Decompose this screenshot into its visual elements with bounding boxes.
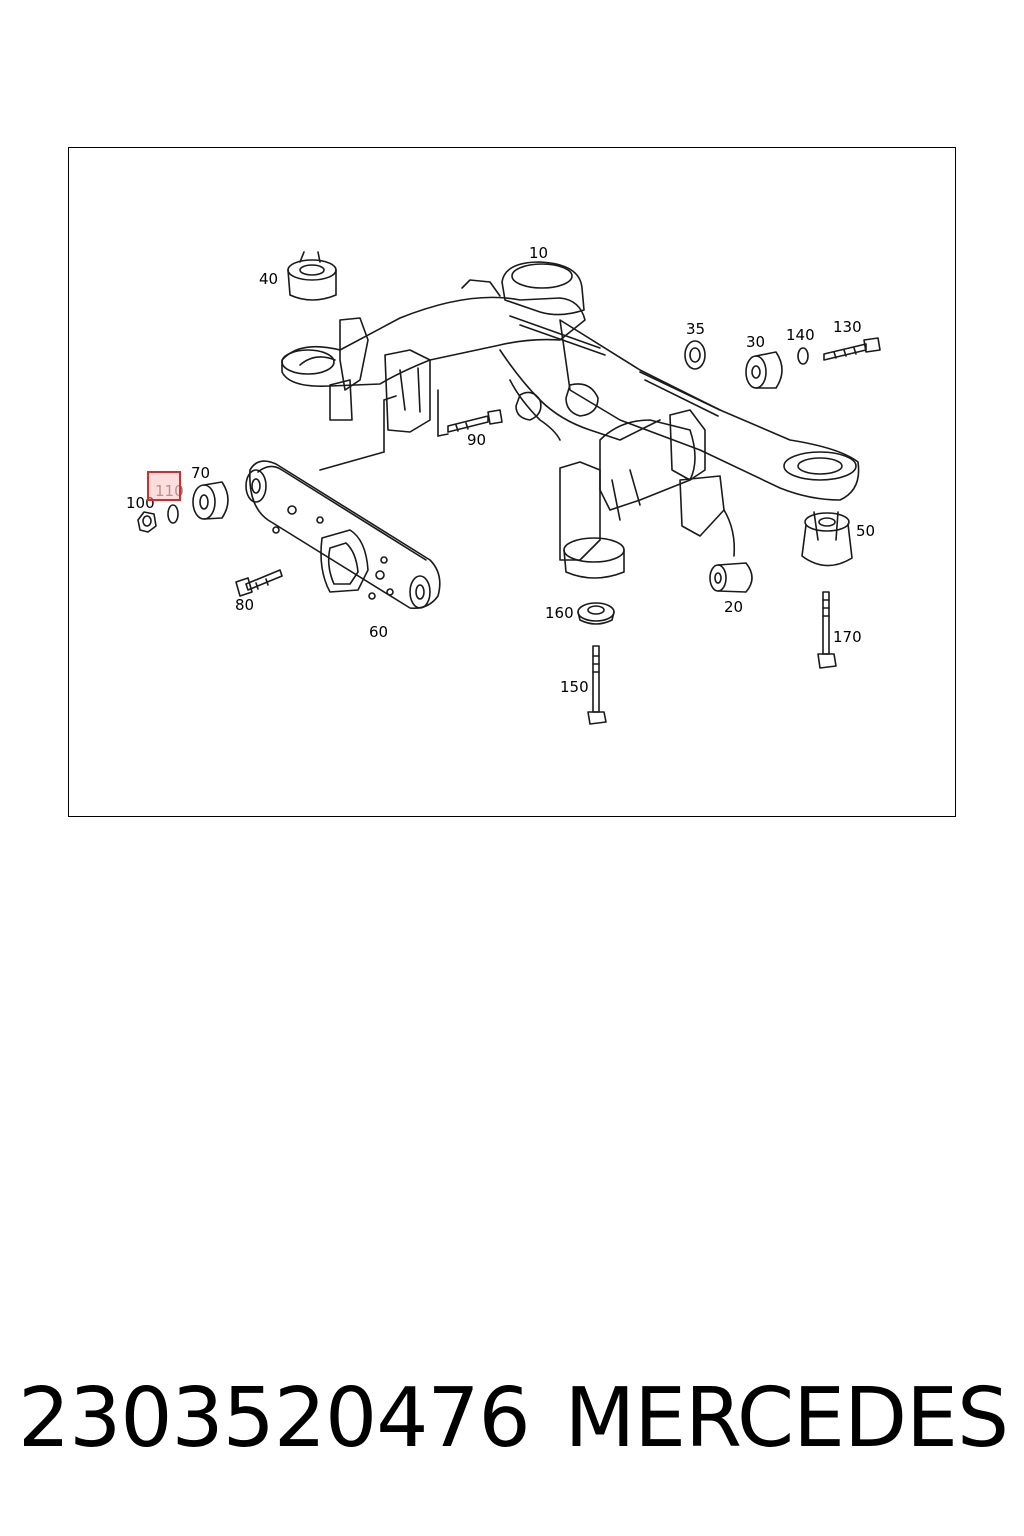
label-150[interactable]: 150 [560,678,589,696]
label-140[interactable]: 140 [786,326,815,344]
label-170[interactable]: 170 [833,628,862,646]
label-50[interactable]: 50 [856,522,875,540]
highlight-box-part-110 [147,471,181,501]
washer-part-35[interactable] [684,340,706,370]
diagram-frame [68,147,956,817]
bushing-part-20[interactable] [709,562,753,593]
bushing-part-70[interactable] [192,481,229,520]
washer-part-160[interactable] [577,602,615,625]
part-number: 2303520476 [18,1370,531,1466]
label-35[interactable]: 35 [686,320,705,338]
label-30[interactable]: 30 [746,333,765,351]
footer: 2303520476 MERCEDES [18,1368,1009,1468]
bolt-part-170[interactable] [817,591,837,669]
bolt-part-80[interactable] [235,569,283,597]
label-160[interactable]: 160 [545,604,574,622]
label-40[interactable]: 40 [259,270,278,288]
label-110[interactable]: 110 [155,482,184,500]
nut-part-100[interactable] [137,511,157,533]
label-90[interactable]: 90 [467,431,486,449]
mount-part-50[interactable] [801,511,853,567]
label-20[interactable]: 20 [724,598,743,616]
mount-part-40[interactable] [287,251,337,301]
label-60[interactable]: 60 [369,623,388,641]
washer-part-140[interactable] [797,347,809,365]
arm-plate-part-60[interactable] [245,460,441,610]
bushing-part-30[interactable] [745,351,783,389]
washer-part-110[interactable] [167,504,179,524]
label-10[interactable]: 10 [529,244,548,262]
brand-name: MERCEDES [564,1370,1009,1466]
exploded-parts-diagram: 10 40 35 30 140 130 90 70 110 100 50 80 … [126,244,881,725]
subframe-part-10[interactable] [281,261,860,579]
part-labels: 10 40 35 30 140 130 90 70 110 100 50 80 … [126,244,875,696]
label-130[interactable]: 130 [833,318,862,336]
bolt-part-150[interactable] [587,645,607,725]
bolt-part-130[interactable] [823,337,881,361]
label-70[interactable]: 70 [191,464,210,482]
bolt-part-90[interactable] [447,409,503,433]
label-80[interactable]: 80 [235,596,254,614]
